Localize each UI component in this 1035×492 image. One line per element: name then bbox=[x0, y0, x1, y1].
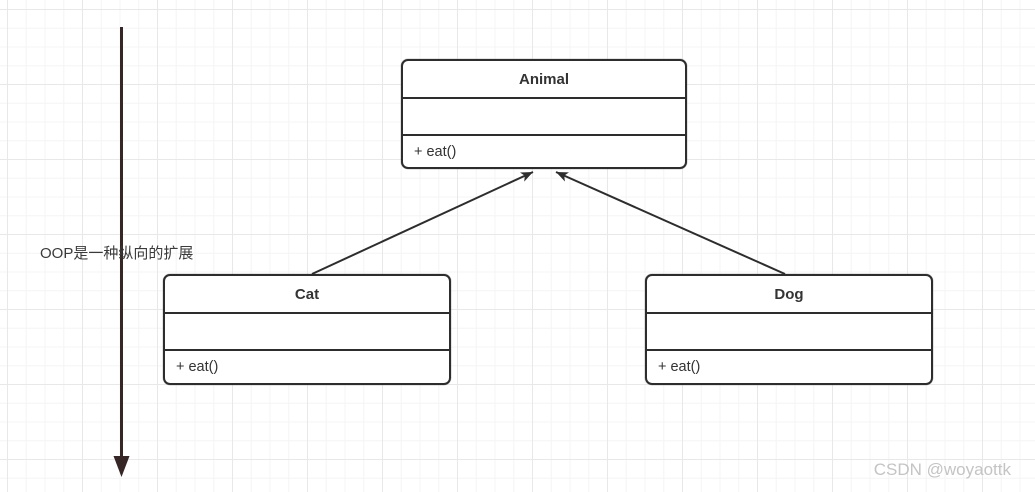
class-method-animal: + eat() bbox=[403, 134, 685, 167]
class-name-dog: Dog bbox=[774, 285, 804, 303]
class-attributes-dog bbox=[647, 312, 931, 349]
class-name-cat: Cat bbox=[294, 285, 320, 303]
vertical-extension-arrow[interactable] bbox=[113, 27, 130, 477]
class-attributes-animal bbox=[403, 97, 685, 134]
annotation-label[interactable]: OOP是一种纵向的扩展 bbox=[40, 245, 194, 262]
inheritance-edge-cat-to-animal[interactable] bbox=[311, 171, 534, 275]
class-attributes-cat bbox=[165, 312, 449, 349]
class-method-cat: + eat() bbox=[165, 349, 449, 383]
class-method-dog: + eat() bbox=[647, 349, 931, 383]
class-name-animal: Animal bbox=[518, 70, 569, 88]
inheritance-edge-dog-to-animal[interactable] bbox=[555, 171, 786, 275]
watermark: CSDN @woyaottk bbox=[873, 460, 1011, 479]
class-box-cat[interactable]: Cat + eat() bbox=[163, 274, 451, 385]
class-box-dog[interactable]: Dog + eat() bbox=[645, 274, 933, 385]
class-box-animal[interactable]: Animal + eat() bbox=[401, 59, 687, 169]
